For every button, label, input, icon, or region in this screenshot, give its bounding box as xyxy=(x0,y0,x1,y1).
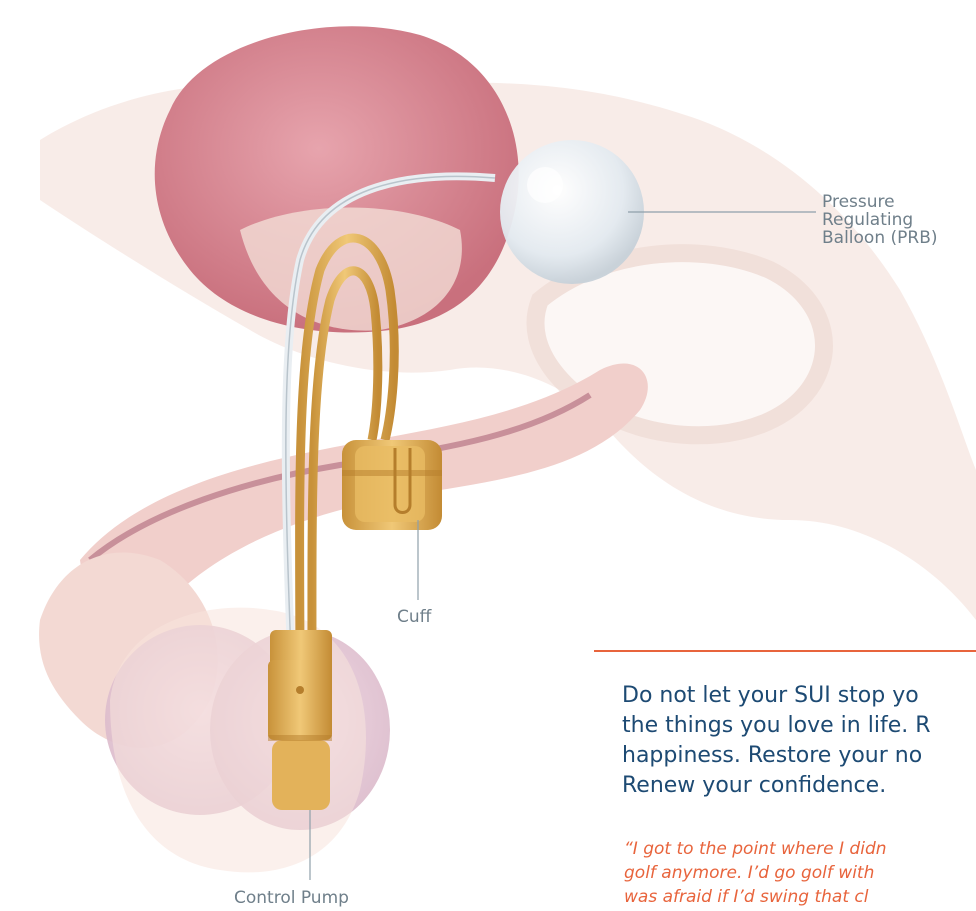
control-pump-label: Control Pump xyxy=(234,889,349,907)
cuff-label: Cuff xyxy=(397,608,431,626)
tagline-line: the things you love in life. R xyxy=(622,711,976,741)
testimonial-quote: “I got to the point where I didn golf an… xyxy=(624,837,976,909)
cuff-device xyxy=(342,440,442,530)
tagline-line: happiness. Restore your no xyxy=(622,741,976,771)
prb-label: Pressure Regulating Balloon (PRB) xyxy=(822,193,938,247)
section-divider xyxy=(594,650,976,652)
control-pump-device xyxy=(268,630,332,810)
prb-label-line: Balloon (PRB) xyxy=(822,229,938,247)
quote-line: golf anymore. I’d go golf with xyxy=(624,861,976,885)
tagline-line: Renew your confidence. xyxy=(622,771,976,801)
prb-label-line: Regulating xyxy=(822,211,938,229)
tagline-line: Do not let your SUI stop yo xyxy=(622,681,976,711)
quote-line: was afraid if I’d swing that cl xyxy=(624,885,976,909)
tagline-text: Do not let your SUI stop yo the things y… xyxy=(622,681,976,801)
prb-label-line: Pressure xyxy=(822,193,938,211)
quote-line: “I got to the point where I didn xyxy=(624,837,976,861)
pressure-balloon xyxy=(500,140,644,284)
